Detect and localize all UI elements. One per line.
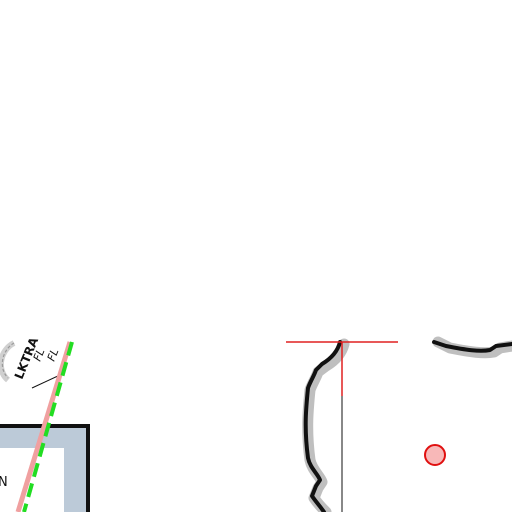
flight-level-lower-label: FL [45,347,62,363]
circle-marker-icon[interactable] [424,444,446,466]
coastline [303,340,512,512]
boundary-line-pink [15,341,73,512]
fl-separator-line [31,374,61,389]
grid-crosshair [286,341,398,512]
route-line-green-dashed [22,341,74,512]
flight-level-upper-label: FL [31,347,48,363]
airspace-circle [0,340,16,383]
airspace-zone[interactable] [0,424,90,512]
zone-letter-label: N [0,475,8,490]
coastline-halo [302,336,512,512]
